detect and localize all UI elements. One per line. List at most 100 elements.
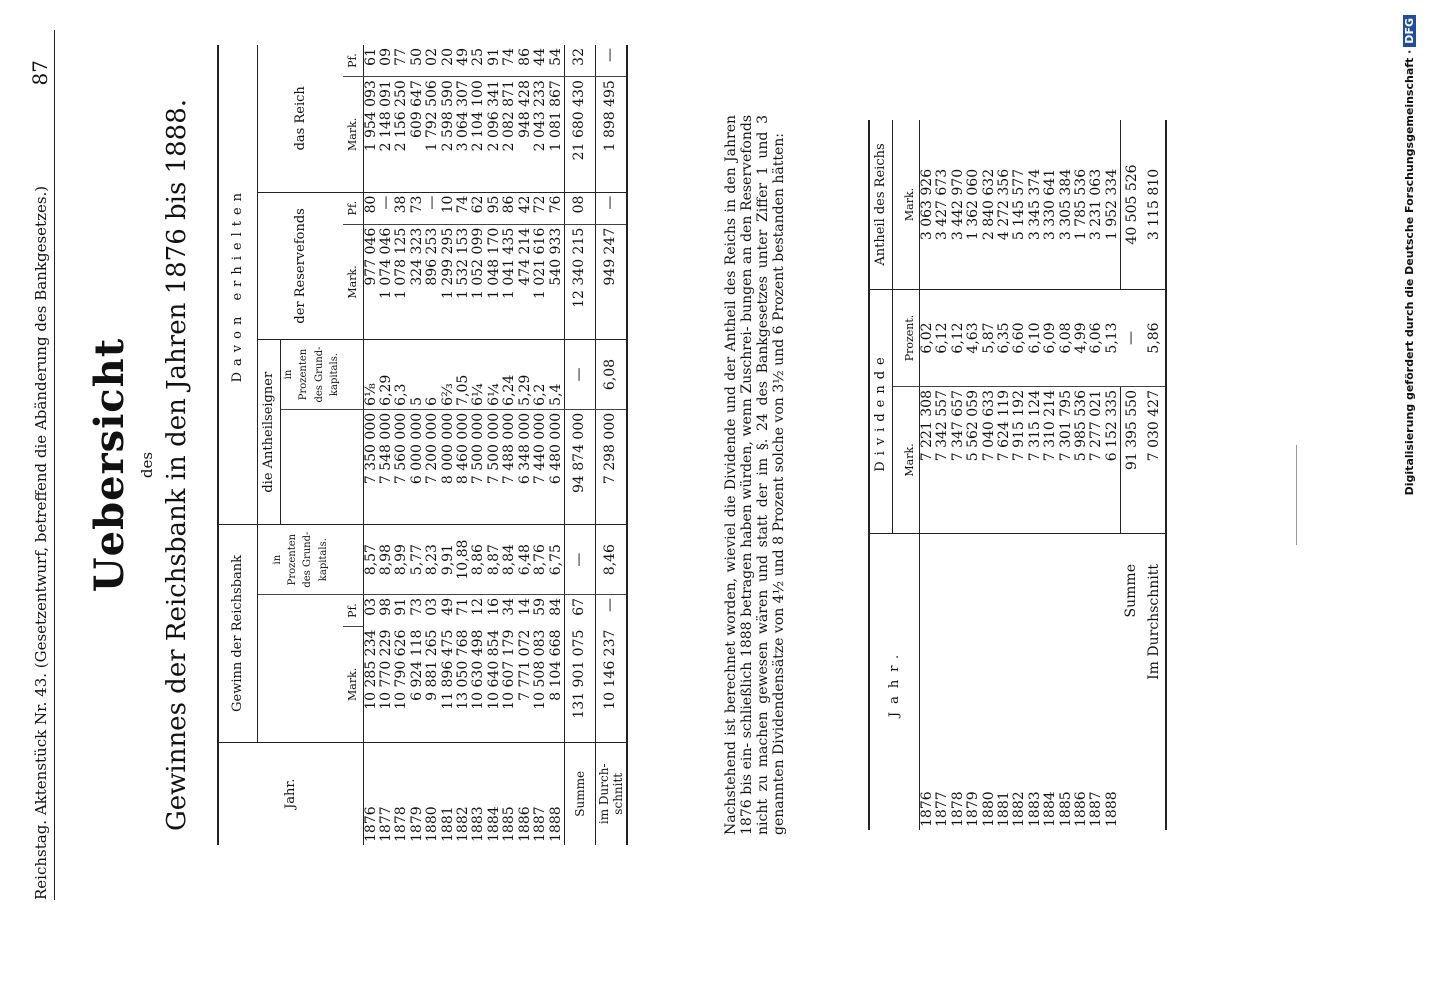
reserve-pf-cell: —	[378, 192, 395, 225]
year-cell: 1888	[1104, 533, 1121, 830]
page-subtitle: Gewinnes der Reichsbank in den Jahren 18…	[162, 98, 192, 832]
share-pct-cell: 5,29	[517, 339, 534, 410]
reich-share-cell: 40 505 526	[1120, 120, 1144, 290]
unit-mark: Mark.	[892, 386, 920, 534]
reich-pf-cell: 54	[547, 48, 564, 66]
dividend-pct-cell: 6,12	[934, 289, 951, 387]
dividend-pct-cell: 6,02	[919, 289, 936, 387]
share-pct-cell: 6⅛	[363, 339, 380, 410]
year-cell: 1879	[965, 533, 982, 830]
profit-pf-cell: 12	[470, 594, 487, 627]
profit-pct-cell: 9,91	[440, 524, 457, 595]
reserve-mark-cell: 12 340 215	[564, 224, 596, 340]
reich-pf-cell: 50	[408, 48, 425, 66]
profit-mark-cell: 10 508 083	[532, 629, 549, 710]
share-pct-cell: 6⅔	[440, 339, 457, 410]
profit-pf-cell: 67	[564, 594, 596, 627]
dividend-mark-cell: 6 152 335	[1104, 386, 1121, 534]
reserve-mark-cell: 540 933	[548, 224, 565, 340]
reserve-pf-cell: 72	[532, 192, 549, 225]
share-mark-cell: 6 480 000	[548, 409, 565, 525]
year-cell: 1884	[486, 742, 503, 845]
profit-mark-cell: 10 146 237	[602, 629, 619, 710]
reich-mark-cell: 948 428	[517, 76, 534, 193]
profit-pf-cell: 34	[501, 594, 518, 627]
reserve-mark-cell: 1 299 295	[440, 224, 457, 340]
running-header: Reichstag. Aktenstück Nr. 43. (Gesetzent…	[20, 30, 55, 900]
reserve-pf-cell: 38	[393, 192, 410, 225]
reich-mark-cell: 1 792 506	[424, 76, 441, 193]
reserve-pf-cell: 86	[501, 192, 518, 225]
dividend-mark-cell: 7 310 214	[1042, 386, 1059, 534]
dividend-mark-cell: 7 040 633	[981, 386, 998, 534]
dividend-pct-cell: 6,12	[950, 289, 967, 387]
reserve-mark-cell: 949 247	[595, 224, 627, 340]
reich-mark-cell: 2 043 233	[532, 76, 549, 193]
share-mark-cell: 7 500 000	[486, 409, 503, 525]
profit-pf-cell: 73	[409, 594, 426, 627]
share-mark-cell: 7 500 000	[470, 409, 487, 525]
profit-mark-cell: 7 771 072	[516, 629, 533, 701]
reich-share-cell: 1 362 060	[965, 168, 982, 241]
dividend-pct-cell: —	[1120, 289, 1144, 387]
reich-pf-cell: 09	[378, 48, 395, 66]
dividend-mark-cell: 7 347 657	[950, 386, 967, 534]
dividend-pct-cell: 4,63	[965, 289, 982, 387]
dividend-mark-cell: 7 624 119	[996, 386, 1013, 534]
dividend-mark-cell: 7 342 557	[934, 386, 951, 534]
dividend-mark-cell: 7 315 124	[1027, 386, 1044, 534]
reich-pf-cell: 74	[501, 48, 518, 66]
reserve-mark-cell: 474 214	[517, 224, 534, 340]
year-cell: 1876	[363, 742, 380, 845]
page-title: Uebersicht	[86, 337, 133, 593]
col-year-header: Jahr.	[218, 742, 364, 845]
share-mark-cell: 7 560 000	[393, 409, 410, 525]
dividend-pct-cell: 6,06	[1088, 289, 1105, 387]
reich-share-cell: 2 840 632	[980, 168, 997, 241]
year-cell: 1880	[424, 742, 441, 845]
profit-mark-cell: 10 630 498	[470, 629, 487, 710]
reich-share-cell: 3 427 673	[934, 168, 951, 241]
reich-share-cell: 1 952 334	[1103, 168, 1120, 241]
share-mark-cell: 8 000 000	[440, 409, 457, 525]
share-pct-cell: —	[564, 339, 596, 410]
digitization-credit: Digitalisierung gefördert durch die Deut…	[1403, 0, 1416, 1000]
year-cell: 1888	[548, 742, 565, 845]
year-cell: 1886	[517, 742, 534, 845]
profit-pct-cell: 8,46	[595, 524, 627, 595]
reich-pf-cell: 91	[485, 48, 502, 66]
rule	[1296, 445, 1297, 545]
share-mark-cell: 7 488 000	[501, 409, 518, 525]
reich-mark-cell: 2 104 100	[470, 76, 487, 193]
dividend-mark-cell: 7 301 795	[1058, 386, 1075, 534]
reich-pf-cell: —	[602, 48, 619, 62]
reich-share-cell: 5 145 577	[1011, 168, 1028, 241]
profit-pct-cell: 8,87	[486, 524, 503, 595]
unit-mark: Mark.	[342, 626, 364, 743]
dividend-pct-cell: 6,10	[1027, 289, 1044, 387]
reserve-pf-cell: 10	[440, 192, 457, 225]
share-pct-cell: 6¼	[470, 339, 487, 410]
profit-pf-cell: 16	[486, 594, 503, 627]
profit-pf-cell: 14	[517, 594, 534, 627]
reich-pf-cell: 49	[455, 48, 472, 66]
unit-pf: Pf.	[346, 53, 360, 68]
profit-pf-cell: 03	[363, 594, 380, 627]
reserve-pf-cell: 62	[470, 192, 487, 225]
col-share-pct-header: in Prozenten des Grund-kapitals.	[280, 339, 343, 410]
dividend-mark-cell: 5 985 536	[1073, 386, 1090, 534]
reich-mark-cell: 2 148 091	[378, 76, 395, 193]
profit-pct-cell: 10,88	[455, 524, 472, 595]
dividend-mark-cell: 91 395 550	[1120, 386, 1144, 534]
